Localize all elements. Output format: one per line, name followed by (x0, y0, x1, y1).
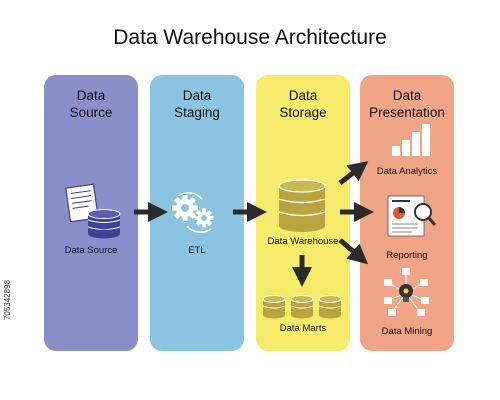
column-header-line1: Data (182, 88, 212, 103)
column-header-line2: Staging (174, 105, 220, 120)
column-header-data-presentation: Data Presentation (360, 87, 454, 121)
label-data-analytics: Data Analytics (376, 166, 438, 177)
column-data-presentation: Data Presentation (360, 75, 454, 351)
column-header-line2: Source (69, 105, 113, 120)
label-data-source: Data Source (64, 245, 118, 256)
label-data-mining: Data Mining (381, 326, 433, 337)
column-header-data-staging: Data Staging (150, 87, 244, 121)
document-database-icon (65, 183, 121, 239)
column-header-line1: Data (392, 88, 422, 103)
arrow-warehouse-to-mining (338, 238, 369, 265)
column-header-line1: Data (288, 88, 318, 103)
label-data-marts: Data Marts (279, 323, 327, 334)
column-header-data-source: Data Source (44, 87, 138, 121)
stock-id-watermark: 705342898 (3, 280, 12, 321)
arrow-warehouse-to-analytics (338, 161, 369, 185)
label-etl: ETL (188, 245, 206, 256)
bar-chart-icon (392, 124, 430, 156)
lightbulb-network-icon (384, 268, 429, 316)
column-header-line2: Storage (279, 105, 327, 120)
data-marts-icon (262, 295, 342, 319)
column-header-line1: Data (76, 88, 106, 103)
flow-arrows (134, 161, 374, 287)
label-reporting: Reporting (386, 250, 428, 261)
gears-icon (172, 192, 214, 233)
page-title: Data Warehouse Architecture (113, 26, 387, 49)
column-header-line2: Presentation (369, 105, 445, 120)
column-header-data-storage: Data Storage (256, 87, 350, 121)
report-magnifier-icon (387, 195, 437, 237)
label-data-warehouse: Data Warehouse (267, 236, 339, 247)
database-icon (278, 179, 326, 232)
